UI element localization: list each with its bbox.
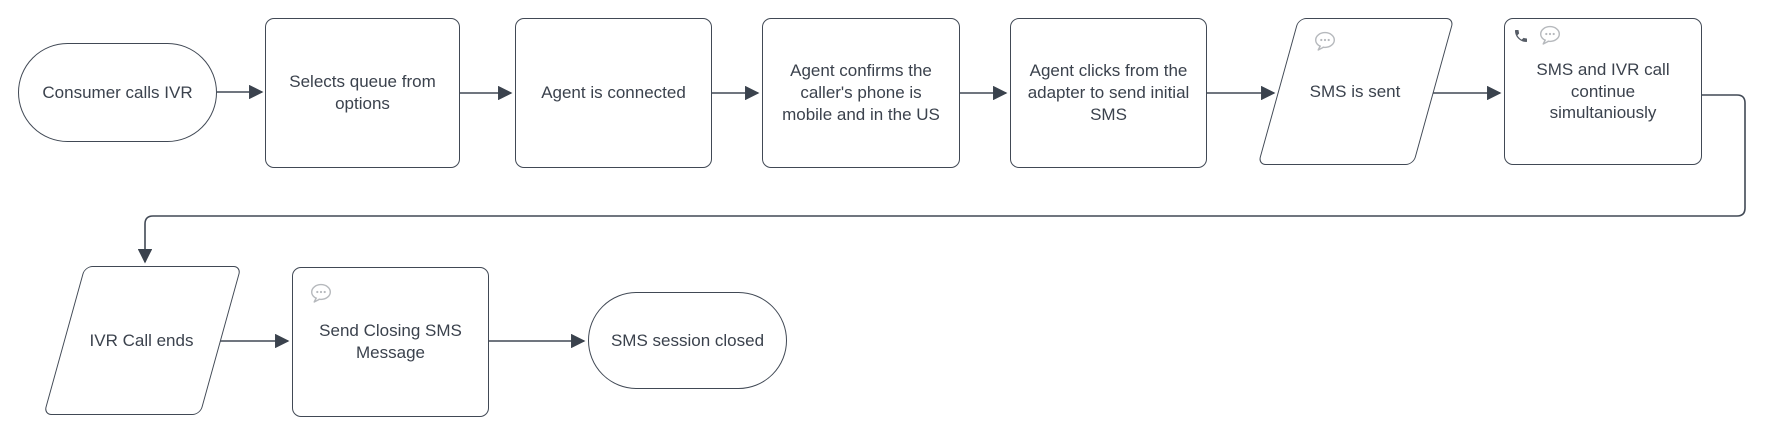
node-label: SMS and IVR call continue simultaniously xyxy=(1536,59,1670,123)
node-label: Agent confirms the caller's phone is mob… xyxy=(782,61,940,124)
node-label: IVR Call ends xyxy=(89,330,194,350)
chat-bubble-icon xyxy=(309,283,333,304)
node-sms-session-closed[interactable]: SMS session closed xyxy=(588,292,787,389)
node-consumer-calls-ivr[interactable]: Consumer calls IVR xyxy=(18,43,217,142)
node-label: Consumer calls IVR xyxy=(42,82,193,102)
chat-bubble-icon xyxy=(1538,25,1562,46)
node-label: Selects queue from options xyxy=(289,72,436,113)
node-sms-ivr-continue[interactable]: SMS and IVR call continue simultaniously xyxy=(1504,18,1702,165)
node-sms-sent[interactable]: SMS is sent xyxy=(1257,18,1455,165)
node-label: Agent clicks from the adapter to send in… xyxy=(1027,61,1190,124)
node-agent-connected[interactable]: Agent is connected xyxy=(515,18,712,168)
node-label: SMS is sent xyxy=(1309,81,1401,101)
node-send-closing-sms[interactable]: Send Closing SMS Message xyxy=(292,267,489,417)
node-selects-queue[interactable]: Selects queue from options xyxy=(265,18,460,168)
node-ivr-call-ends[interactable]: IVR Call ends xyxy=(43,266,242,415)
phone-icon xyxy=(1513,28,1529,44)
node-agent-confirms[interactable]: Agent confirms the caller's phone is mob… xyxy=(762,18,960,168)
chat-bubble-icon xyxy=(1313,31,1337,52)
node-label: SMS session closed xyxy=(610,330,765,350)
node-label: Send Closing SMS Message xyxy=(319,321,462,362)
node-label: Agent is connected xyxy=(541,83,686,103)
node-agent-clicks[interactable]: Agent clicks from the adapter to send in… xyxy=(1010,18,1207,168)
